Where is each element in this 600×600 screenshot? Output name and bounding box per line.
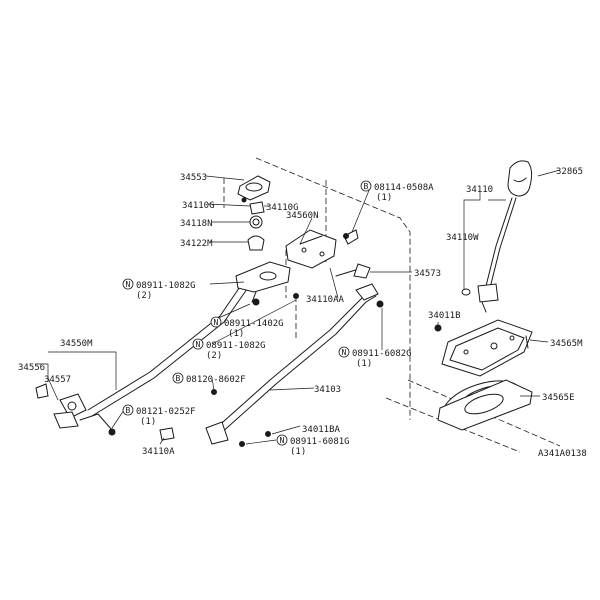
- label-34103: 34103: [314, 385, 341, 395]
- prefix-b-08121-text: B: [126, 406, 131, 415]
- prefix-b-08114-text: B: [364, 182, 369, 191]
- label-08121-0252F: 08121-0252F: [136, 407, 196, 417]
- label-34118N: 34118N: [180, 219, 213, 229]
- prefix-n-08911-1082G-b-text: N: [196, 340, 201, 349]
- label-08911-6082G-qty: (1): [356, 359, 372, 369]
- prefix-b-08120-text: B: [176, 374, 181, 383]
- control-lever: [461, 160, 533, 313]
- lever-boot-plate: [437, 379, 533, 431]
- label-08911-1082G-a-qty: (2): [136, 291, 152, 301]
- prefix-n-08911-1082G-b: [192, 338, 204, 350]
- upper-bracket-stack: [237, 175, 271, 251]
- label-34557: 34557: [44, 375, 71, 385]
- label-34565E: 34565E: [542, 393, 575, 403]
- label-08114-0508A: 08114-0508A: [374, 183, 434, 193]
- label-08911-6082G: 08911-6082G: [352, 349, 412, 359]
- label-08120-8602F: 08120-8602F: [186, 375, 246, 385]
- lever-housing: [441, 319, 533, 377]
- label-08911-1402G-qty: (1): [228, 329, 244, 339]
- leader-lines: [36, 169, 561, 445]
- prefix-b-08120: [172, 372, 184, 384]
- prefix-n-08911-6082G-text: N: [342, 348, 347, 357]
- label-08114-qty: (1): [376, 193, 392, 203]
- part-labels: 32865 34110 34110W 34553 34110G 34110G 3…: [18, 167, 587, 459]
- label-34011B: 34011B: [428, 311, 461, 321]
- prefix-n-08911-6081G-text: N: [280, 436, 285, 445]
- control-rod-upper: [87, 261, 291, 417]
- label-34110W: 34110W: [446, 233, 479, 243]
- prefix-n-08911-1402G: [210, 316, 222, 328]
- joint-assembly-left: [35, 383, 116, 436]
- label-08911-1082G-b: 08911-1082G: [206, 341, 266, 351]
- label-08911-6081G-qty: (1): [290, 447, 306, 457]
- prefix-n-08911-1082G-a-text: N: [126, 280, 131, 289]
- label-32865: 32865: [556, 167, 583, 177]
- prefix-b-08121: [122, 404, 134, 416]
- label-34110AA: 34110AA: [306, 295, 345, 305]
- prefix-n-08911-1082G-a: [122, 278, 134, 290]
- label-34565M: 34565M: [550, 339, 583, 349]
- prefix-n-08911-6081G: [276, 434, 288, 446]
- label-34110A: 34110A: [142, 447, 175, 457]
- prefix-b-08114: [360, 180, 372, 192]
- prefix-n-08911-1402G-text: N: [214, 318, 219, 327]
- control-rod-34103: [205, 283, 379, 445]
- pin-34573: [335, 263, 371, 279]
- prefix-n-08911-6082G: [338, 346, 350, 358]
- label-08911-1402G: 08911-1402G: [224, 319, 284, 329]
- label-34110: 34110: [466, 185, 493, 195]
- diagram-code: A341A0138: [538, 449, 587, 459]
- label-34573: 34573: [414, 269, 441, 279]
- label-34011BA: 34011BA: [302, 425, 341, 435]
- label-08911-6081G: 08911-6081G: [290, 437, 350, 447]
- label-08911-1082G-a: 08911-1082G: [136, 281, 196, 291]
- label-34122M: 34122M: [180, 239, 213, 249]
- label-34110G-right: 34110G: [266, 203, 299, 213]
- label-34553: 34553: [180, 173, 207, 183]
- label-08121-qty: (1): [140, 417, 156, 427]
- label-34550M: 34550M: [60, 339, 93, 349]
- label-34110G-left: 34110G: [182, 201, 215, 211]
- label-08911-1082G-b-qty: (2): [206, 351, 222, 361]
- label-34560N: 34560N: [286, 211, 319, 221]
- label-34556: 34556: [18, 363, 45, 373]
